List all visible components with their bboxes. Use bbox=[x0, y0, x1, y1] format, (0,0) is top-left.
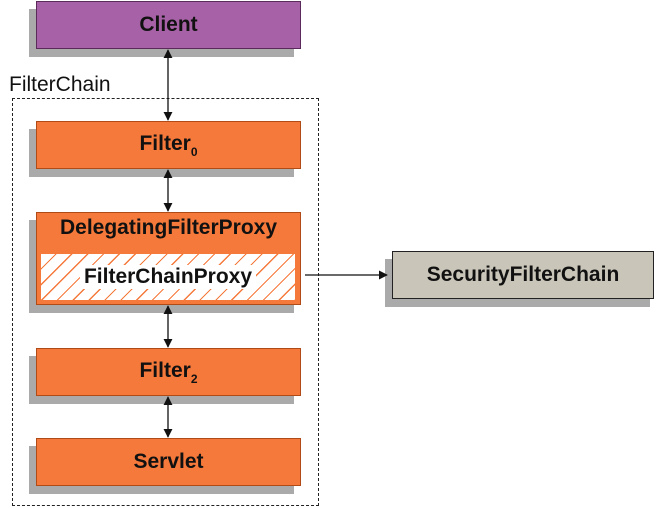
security-filter-chain-label: SecurityFilterChain bbox=[426, 263, 620, 286]
security-filter-chain-box: SecurityFilterChain bbox=[392, 251, 654, 299]
filter2-label: Filter2 bbox=[139, 358, 198, 386]
filter0-box: Filter0 bbox=[36, 121, 301, 169]
filter-chain-proxy-box: FilterChainProxy bbox=[40, 253, 296, 301]
filter-chain-label: FilterChain bbox=[9, 73, 111, 96]
client-box: Client bbox=[36, 1, 301, 49]
delegating-filter-proxy-label: DelegatingFilterProxy bbox=[59, 216, 278, 239]
filter2-box: Filter2 bbox=[36, 348, 301, 396]
filter0-label: Filter0 bbox=[139, 131, 198, 159]
filter-chain-proxy-label: FilterChainProxy bbox=[79, 265, 257, 289]
servlet-label: Servlet bbox=[133, 450, 204, 473]
servlet-box: Servlet bbox=[36, 438, 301, 486]
filter0-subscript: 0 bbox=[190, 144, 198, 159]
filter2-subscript: 2 bbox=[190, 371, 198, 386]
client-label: Client bbox=[139, 13, 198, 36]
